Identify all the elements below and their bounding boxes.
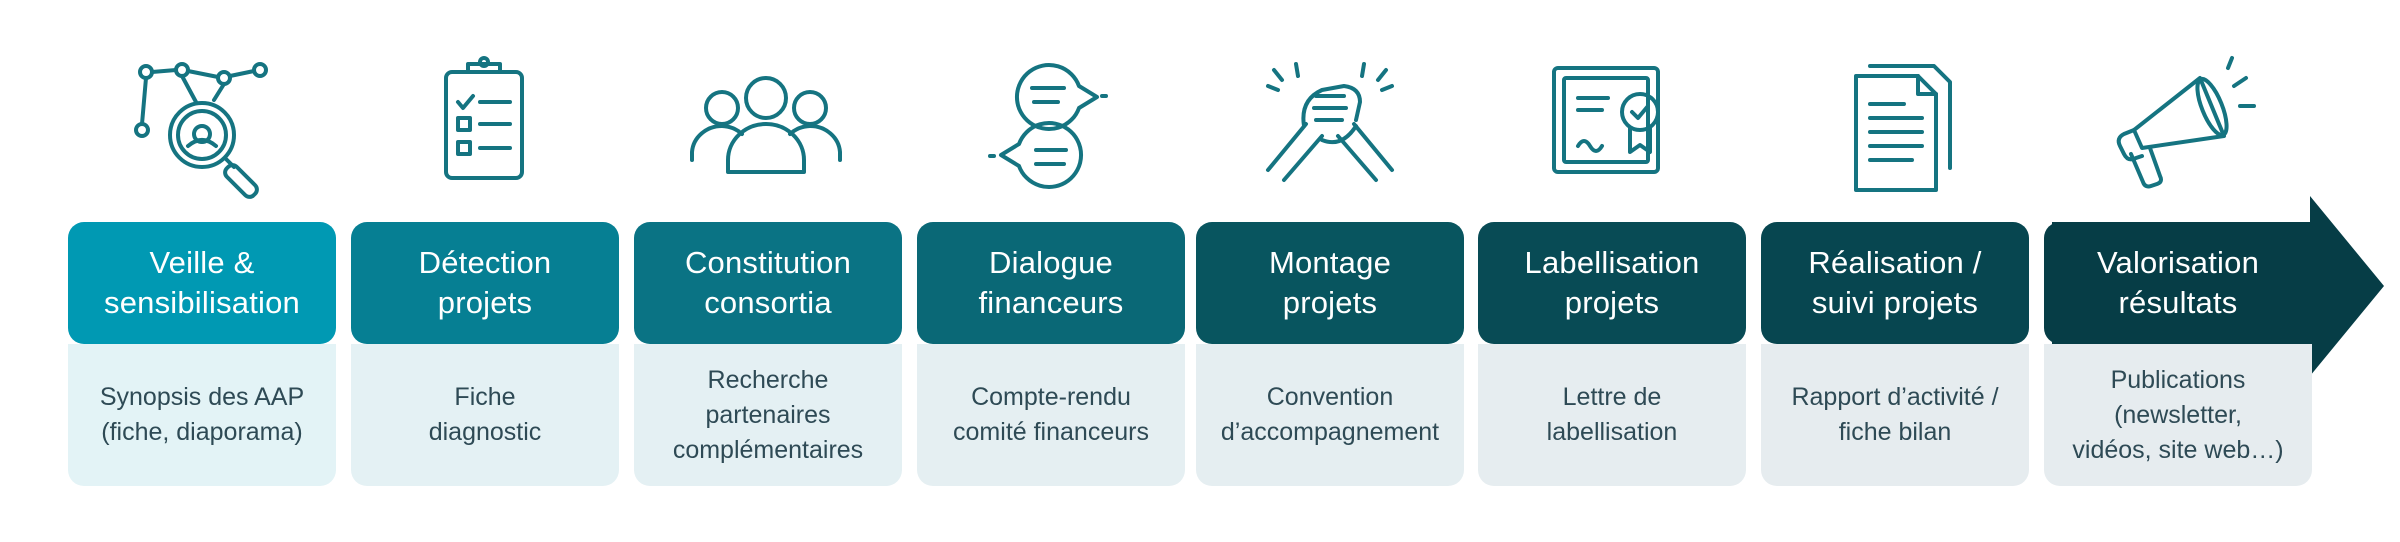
- step-8-valorisation: Valorisation résultats: [2044, 222, 2312, 344]
- document-stack-icon: [1794, 50, 1994, 200]
- chat-bubbles-icon: [948, 50, 1148, 200]
- clipboard-checklist-icon: [384, 50, 584, 200]
- step-1-veille: Veille & sensibilisation: [68, 222, 336, 344]
- step-1-deliverable: Synopsis des AAP (fiche, diaporama): [68, 344, 336, 486]
- step-5-montage: Montage projets: [1196, 222, 1464, 344]
- certificate-icon: [1512, 50, 1712, 200]
- megaphone-icon: [2076, 50, 2276, 200]
- step-3-deliverable: Recherche partenaires complémentaires: [634, 344, 902, 486]
- step-4-deliverable: Compte-rendu comité financeurs: [917, 344, 1185, 486]
- step-7-deliverable: Rapport d’activité / fiche bilan: [1761, 344, 2029, 486]
- step-2-deliverable: Fiche diagnostic: [351, 344, 619, 486]
- people-group-icon: [666, 50, 866, 200]
- step-6-labellisation: Labellisation projets: [1478, 222, 1746, 344]
- step-2-detection: Détection projets: [351, 222, 619, 344]
- step-5-deliverable: Convention d’accompagnement: [1196, 344, 1464, 486]
- handshake-icon: [1230, 50, 1430, 200]
- step-4-dialogue: Dialogue financeurs: [917, 222, 1185, 344]
- step-7-realisation: Réalisation / suivi projets: [1761, 222, 2029, 344]
- step-6-deliverable: Lettre de labellisation: [1478, 344, 1746, 486]
- magnifier-network-icon: [102, 50, 302, 200]
- step-8-deliverable: Publications (newsletter, vidéos, site w…: [2044, 344, 2312, 486]
- step-3-constitution: Constitution consortia: [634, 222, 902, 344]
